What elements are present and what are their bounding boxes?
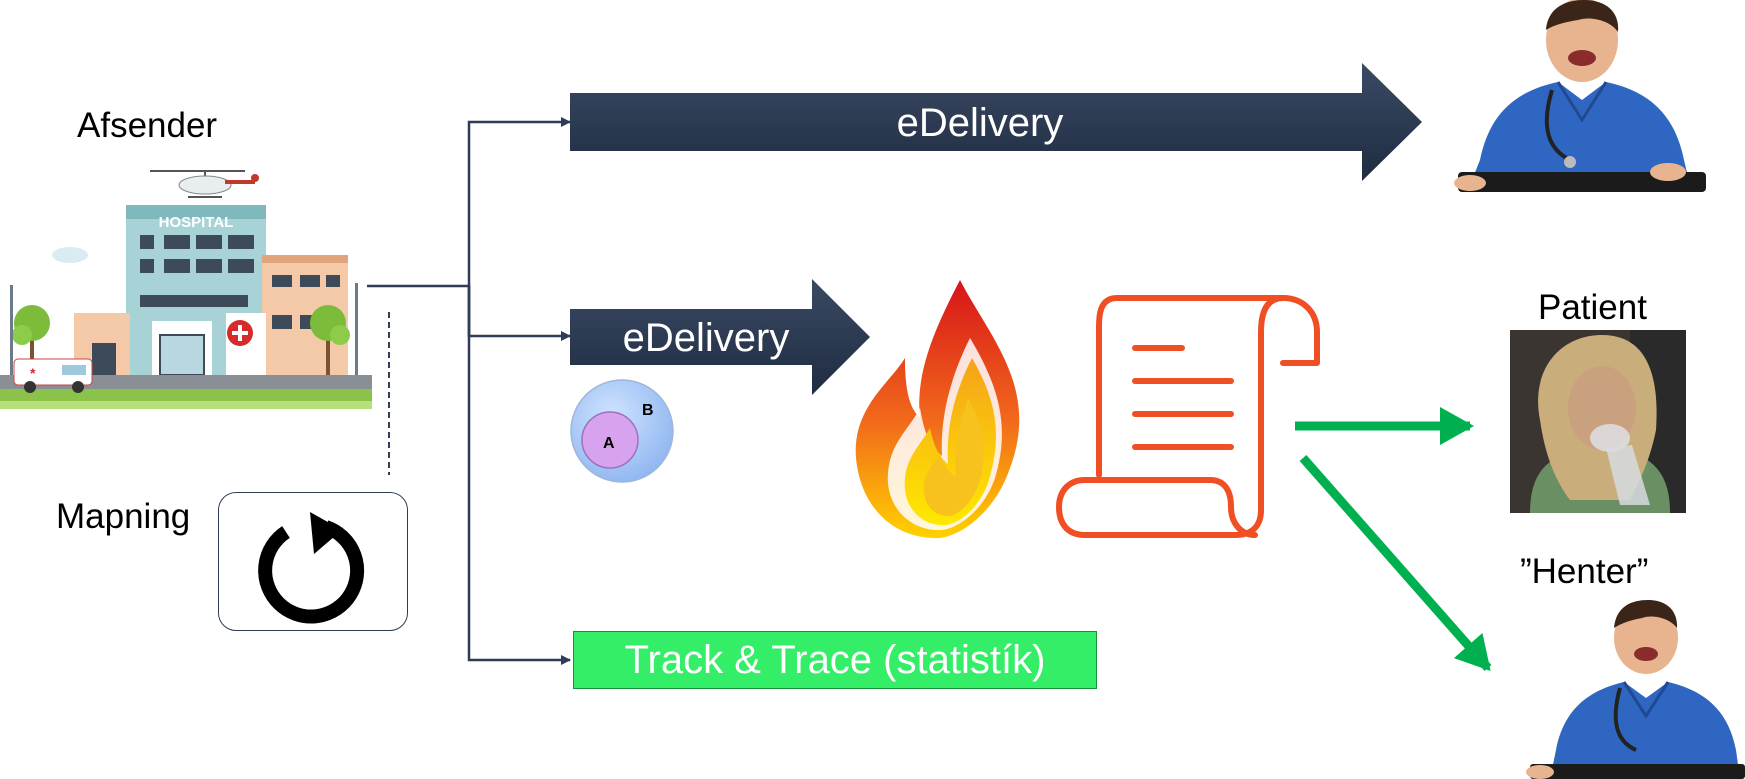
venn-icon: A B <box>570 379 674 483</box>
flow-to-fetch <box>1299 455 1492 672</box>
svg-text:B: B <box>642 402 654 419</box>
ambulance-icon: * <box>13 358 93 393</box>
sender-label: Afsender <box>77 106 218 145</box>
svg-text:A: A <box>603 435 615 452</box>
mapping-box <box>218 492 408 631</box>
patient-photo <box>1510 330 1686 513</box>
patient-label: Patient <box>1538 288 1647 327</box>
track-trace-box: Track & Trace (statistík) <box>573 631 1097 689</box>
svg-text:HOSPITAL: HOSPITAL <box>159 214 234 231</box>
doctor-photo-bottom <box>1526 600 1745 779</box>
connector-to-bottom <box>467 336 571 665</box>
doctor-photo-top <box>1454 0 1706 192</box>
hospital-icon: HOSPITAL * <box>0 170 372 409</box>
fire-icon <box>855 280 1020 539</box>
refresh-icon <box>257 511 364 624</box>
track-trace-label: Track & Trace (statistík) <box>624 637 1046 682</box>
svg-text:*: * <box>30 365 36 381</box>
edelivery-top-arrow: eDelivery <box>570 63 1422 181</box>
edelivery-top-label: eDelivery <box>897 101 1064 145</box>
edelivery-middle-label: eDelivery <box>623 316 790 360</box>
connector-trunk <box>367 284 471 336</box>
connector-to-middle <box>467 286 571 341</box>
edelivery-middle-arrow: eDelivery <box>570 279 870 395</box>
mapping-label: Mapning <box>56 497 191 536</box>
document-icon <box>1056 295 1320 538</box>
connector-to-top <box>467 117 571 336</box>
helicopter-icon <box>150 170 259 198</box>
fetch-label: ”Henter” <box>1520 552 1649 591</box>
